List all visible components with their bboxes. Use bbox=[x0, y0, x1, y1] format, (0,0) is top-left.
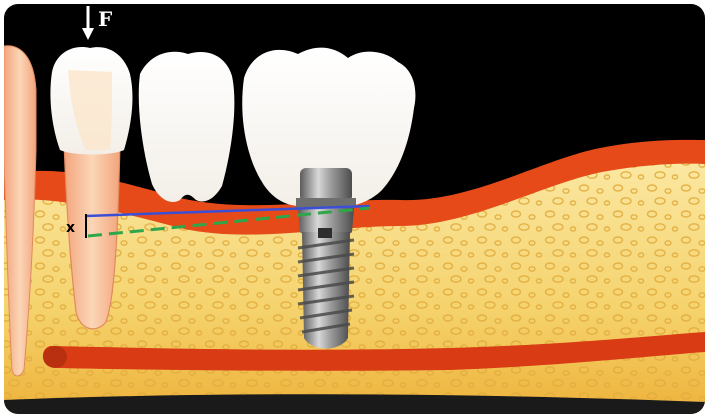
implant-abutment bbox=[300, 168, 352, 202]
force-label: F bbox=[98, 7, 112, 31]
nerve-canal-end bbox=[43, 346, 67, 368]
dental-implant bbox=[296, 168, 356, 349]
implant-slot bbox=[318, 228, 332, 238]
displacement-label: x bbox=[66, 220, 75, 236]
premolar-tooth bbox=[139, 52, 235, 202]
